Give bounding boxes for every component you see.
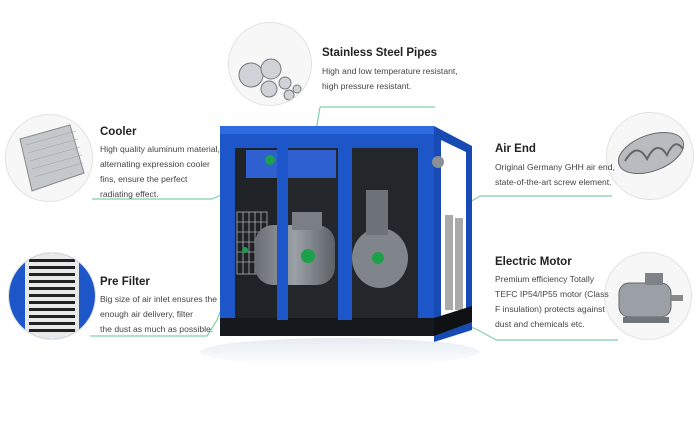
pre-filter-description: Big size of air inlet ensures the enough…	[100, 294, 218, 334]
air-end-description: Original Germany GHH air end, state-of-t…	[495, 162, 615, 187]
pre-filter-title: Pre Filter	[100, 276, 150, 288]
electric-motor-title: Electric Motor	[495, 256, 572, 268]
stainless-steel-pipes-title: Stainless Steel Pipes	[322, 47, 438, 59]
electric-motor-image	[604, 252, 692, 340]
air-end-image	[606, 112, 694, 200]
stainless-steel-pipes-image	[228, 22, 312, 106]
stainless-steel-pipes-description: High and low temperature resistant, high…	[322, 66, 458, 91]
cooler-description: High quality aluminum material, alternat…	[100, 144, 220, 199]
cooler-image	[5, 114, 93, 202]
electric-motor-description: Premium efficiency Totally TEFC IP54/IP5…	[495, 274, 609, 329]
air-end-title: Air End	[495, 143, 536, 155]
pre-filter-image	[8, 252, 96, 340]
cooler-title: Cooler	[100, 126, 137, 138]
